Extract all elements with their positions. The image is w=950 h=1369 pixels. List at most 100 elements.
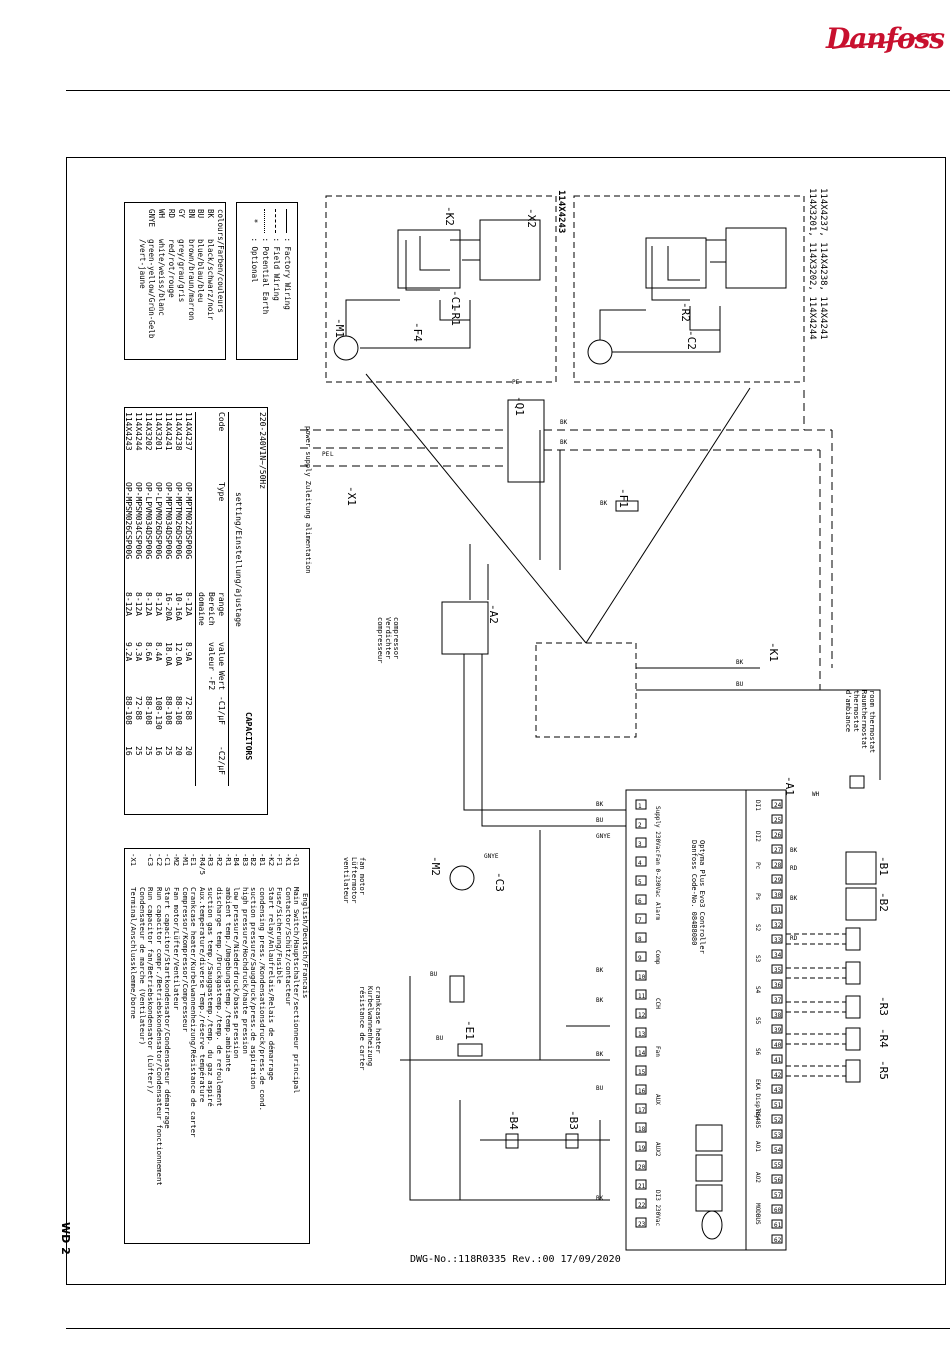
- controller-io-label: S5: [754, 1017, 761, 1025]
- left-terminal-box: [635, 1141, 647, 1152]
- controller-title: Optyma Plus Evo3 Controller Danfoss Code…: [690, 840, 706, 954]
- right-terminal-box: [771, 1204, 783, 1214]
- controller-title-text: Optyma Plus Evo3 Controller: [698, 840, 706, 954]
- right-terminal-box: [771, 814, 783, 824]
- left-terminal-box: [635, 951, 647, 962]
- controller-section-label: Fan: [654, 1046, 661, 1057]
- right-terminal-number: 29: [774, 877, 782, 884]
- left-terminal-number: 18: [638, 1126, 646, 1133]
- fan-motor-label: fan motor Lüftermotor ventilateur: [342, 857, 366, 904]
- left-terminal-number: 22: [638, 1202, 646, 1209]
- right-terminal-number: 36: [774, 982, 782, 989]
- right-terminal-box: [771, 1039, 783, 1049]
- right-terminal-box: [771, 799, 783, 809]
- device-label: -M1: [333, 318, 346, 338]
- right-terminal-number: 40: [774, 1042, 782, 1049]
- brand-name: Danfoss: [826, 22, 945, 55]
- right-terminal-box: [771, 829, 783, 839]
- controller-section-label: CCH: [654, 998, 661, 1009]
- left-terminal-number: 10: [638, 974, 646, 981]
- right-terminal-box: [771, 1189, 783, 1199]
- left-terminal-box: [635, 1065, 647, 1076]
- controller-section-label: Alarm: [654, 902, 661, 920]
- x2-terminal-left: [479, 219, 541, 281]
- footer-rule: [66, 1328, 950, 1329]
- left-terminal-number: 17: [638, 1107, 646, 1114]
- left-terminal-number: 23: [638, 1221, 646, 1228]
- controller-section-label: Comp: [654, 950, 661, 965]
- wire-colour-label: BK: [596, 997, 604, 1004]
- temperature-sensor-icon: [845, 995, 861, 1019]
- left-terminal-box: [635, 913, 647, 924]
- left-terminal-box: [635, 1217, 647, 1228]
- left-terminal-number: 12: [638, 1012, 646, 1019]
- q1-main-switch: [507, 399, 545, 483]
- wire-colour-label: BU: [430, 971, 438, 978]
- device-label: -C1: [449, 290, 462, 310]
- controller-io-label: MODBUS: [754, 1203, 761, 1225]
- a2-compressor-box: [441, 601, 489, 655]
- device-label: -X1: [345, 486, 358, 506]
- right-terminal-number: 28: [774, 862, 782, 869]
- right-terminal-box: [771, 934, 783, 944]
- wire-colour-label: BU: [436, 1035, 444, 1042]
- left-terminal-number: 8: [638, 936, 642, 943]
- power-supply-label: power supply Zuleitung alimentation: [304, 426, 312, 574]
- right-terminal-number: 62: [774, 1237, 782, 1244]
- wire-colour-label: WH: [812, 791, 820, 798]
- right-terminal-box: [771, 1174, 783, 1184]
- controller-section-label: Fan 0-230Vac: [654, 854, 661, 898]
- brand-logo: Danfoss: [826, 14, 945, 60]
- wire-colour-label: BK: [560, 419, 568, 426]
- left-terminal-number: 4: [638, 860, 642, 867]
- left-terminal-box: [635, 1027, 647, 1038]
- controller-display-icon: [695, 1124, 723, 1240]
- temperature-sensor-icon: [845, 961, 861, 985]
- right-terminal-number: 35: [774, 967, 782, 974]
- right-terminal-number: 31: [774, 907, 782, 914]
- header-rule: [66, 90, 950, 91]
- wire-colour-label: BK: [596, 1051, 604, 1058]
- left-terminal-box: [635, 875, 647, 886]
- b2-sensor: [845, 887, 877, 921]
- wiring-legend: : Factory Wiring : Field Wiring : Potent…: [236, 202, 298, 360]
- wire-colour-label: BK: [560, 439, 568, 446]
- controller-io-label: S6: [754, 1048, 761, 1056]
- right-terminal-box: [771, 1129, 783, 1139]
- right-terminal-box: [771, 979, 783, 989]
- wire-colour-label: BU: [736, 681, 744, 688]
- wire-colour-label: PE: [512, 379, 520, 386]
- left-terminal-number: 14: [638, 1050, 646, 1057]
- left-terminal-number: 3: [638, 841, 642, 848]
- wire-colour-label: RD: [790, 865, 798, 872]
- right-terminal-number: 57: [774, 1192, 782, 1199]
- right-terminal-number: 33: [774, 937, 782, 944]
- left-terminal-box: [635, 989, 647, 1000]
- wire-colour-label: BK: [736, 659, 744, 666]
- e1-crankcase-heater-icon: [457, 1043, 483, 1057]
- x2-terminal-right: [725, 227, 787, 289]
- left-terminal-number: 9: [638, 955, 642, 962]
- b4-switch: [505, 1133, 519, 1149]
- variant-header-right: 114X4237, 114X4238, 114X4241 114X3201, 1…: [806, 188, 828, 340]
- left-terminal-box: [635, 1046, 647, 1057]
- temperature-sensor-icon: [845, 1027, 861, 1051]
- wire-colour-label: BU: [596, 817, 604, 824]
- device-label: -F1: [617, 488, 630, 508]
- a1-controller: [625, 789, 747, 1251]
- device-label: -B3: [567, 1110, 580, 1130]
- variant-header-right-1: 114X4237, 114X4238, 114X4241: [818, 188, 828, 340]
- device-label: -B1: [877, 856, 890, 876]
- left-terminal-number: 7: [638, 917, 642, 924]
- right-terminal-box: [771, 1084, 783, 1094]
- right-terminal-box: [771, 1069, 783, 1079]
- right-terminal-number: 34: [774, 952, 782, 959]
- wire-colour-label: PE: [322, 451, 330, 458]
- right-terminal-number: 37: [774, 997, 782, 1004]
- right-terminal-box: [771, 1099, 783, 1109]
- left-terminal-number: 13: [638, 1031, 646, 1038]
- device-label: -E1: [463, 1020, 476, 1040]
- left-terminal-box: [635, 1198, 647, 1209]
- left-terminal-number: 19: [638, 1145, 646, 1152]
